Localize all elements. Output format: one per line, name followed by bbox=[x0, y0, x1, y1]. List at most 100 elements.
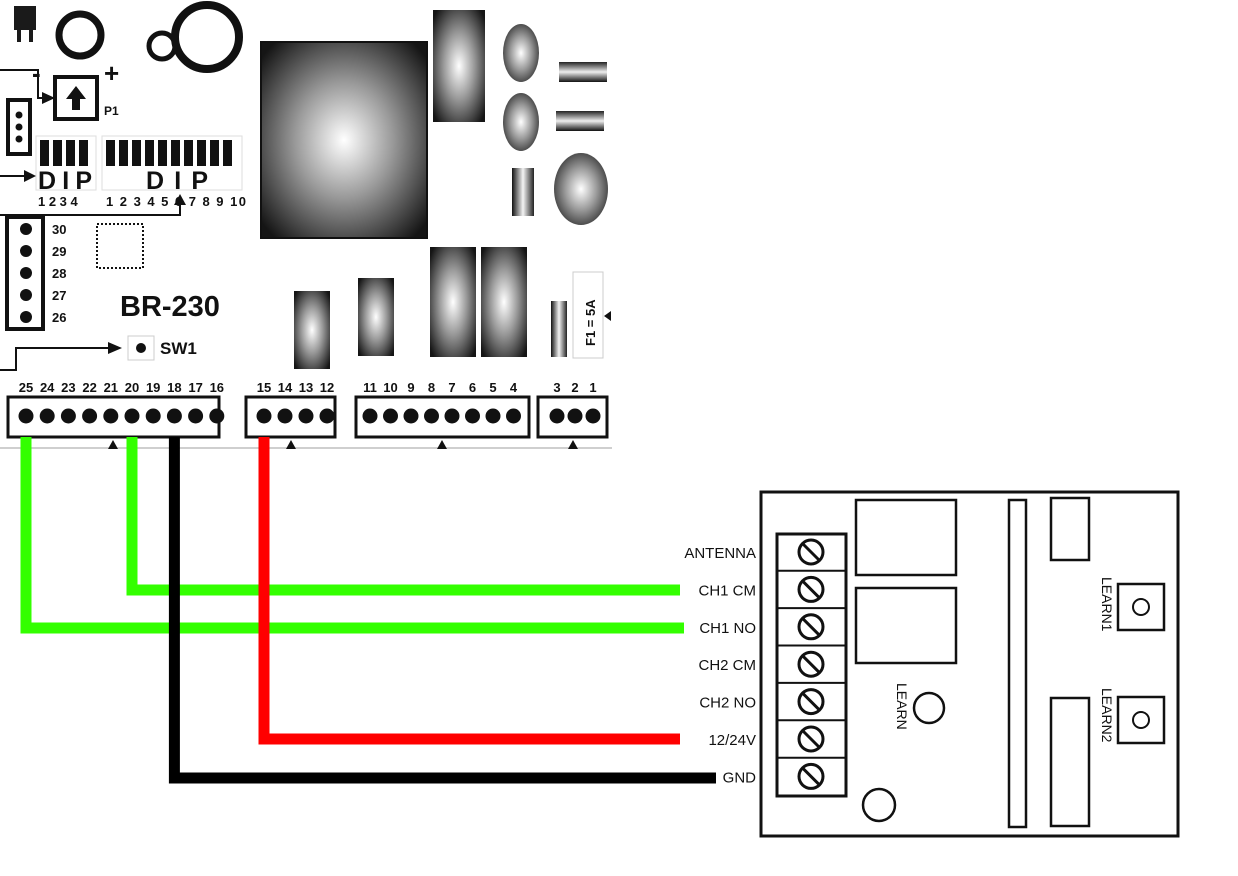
learn1-button[interactable] bbox=[1116, 582, 1166, 632]
terminal-screw[interactable] bbox=[188, 408, 204, 424]
dip-switch-10[interactable] bbox=[101, 135, 243, 191]
wire-18-to-gnd bbox=[168, 437, 716, 784]
terminal-marker-icon bbox=[568, 440, 578, 449]
terminal-screw[interactable] bbox=[319, 408, 335, 424]
terminal-screw[interactable] bbox=[103, 408, 119, 424]
wires bbox=[20, 437, 716, 784]
side-terminal-number: 30 bbox=[52, 222, 66, 237]
fuse-element bbox=[551, 301, 567, 357]
terminal-screw[interactable] bbox=[549, 408, 565, 424]
wire-20-to-ch1-cm bbox=[126, 437, 680, 596]
terminal-marker-icon bbox=[108, 440, 118, 449]
terminal-screw[interactable] bbox=[209, 408, 225, 424]
terminal-number: 23 bbox=[61, 380, 75, 395]
fuse-marker-icon bbox=[604, 311, 611, 321]
terminal-screw[interactable] bbox=[298, 408, 314, 424]
screw-slot bbox=[801, 542, 821, 562]
terminal-number: 11 bbox=[363, 380, 377, 395]
receiver-strip bbox=[1007, 498, 1028, 829]
voltage-regulator bbox=[14, 6, 36, 42]
relay-2 bbox=[358, 278, 394, 356]
terminal-number: 9 bbox=[407, 380, 414, 395]
terminal-number: 5 bbox=[489, 380, 496, 395]
relay-3 bbox=[430, 247, 476, 357]
terminal-screw[interactable] bbox=[567, 408, 583, 424]
receiver-terminal-label: 12/24V bbox=[708, 732, 756, 749]
terminal-block bbox=[354, 395, 531, 439]
capacitor-oval-3 bbox=[554, 153, 608, 225]
terminal-screw[interactable] bbox=[585, 408, 601, 424]
board-model-label: BR-230 bbox=[120, 291, 220, 323]
terminal-screw[interactable] bbox=[18, 408, 34, 424]
terminal-screw[interactable] bbox=[383, 408, 398, 424]
terminal-screw[interactable] bbox=[256, 408, 272, 424]
terminal-number: 22 bbox=[82, 380, 96, 395]
screw-slot bbox=[801, 767, 821, 786]
terminal-screw[interactable] bbox=[444, 408, 460, 424]
terminal-marker-icon bbox=[437, 440, 447, 449]
dip-switch-4[interactable] bbox=[35, 135, 97, 191]
p1-label: P1 bbox=[104, 104, 119, 118]
terminal-screw[interactable] bbox=[403, 408, 419, 424]
terminal-screw[interactable] bbox=[82, 408, 98, 424]
learn1-button-knob bbox=[1132, 598, 1150, 616]
receiver-part-tall bbox=[1049, 696, 1091, 828]
terminal-screw[interactable] bbox=[60, 408, 76, 424]
terminal-number: 6 bbox=[469, 380, 476, 395]
component-flat-2 bbox=[556, 111, 604, 131]
terminal-number: 18 bbox=[167, 380, 181, 395]
screw-slot bbox=[801, 655, 821, 674]
capacitor-oval-2 bbox=[503, 93, 539, 151]
terminal-screw[interactable] bbox=[424, 408, 439, 424]
side-terminal-pin bbox=[20, 223, 32, 235]
capacitor-large-inner bbox=[146, 30, 178, 62]
screw-slot bbox=[801, 617, 821, 636]
fuse-holder bbox=[572, 271, 604, 359]
side-terminal-pin bbox=[20, 289, 32, 301]
arrow-up-icon bbox=[66, 86, 86, 110]
capacitor-small bbox=[55, 10, 105, 60]
arrow-right-icon bbox=[108, 342, 122, 354]
microcontroller-chip bbox=[96, 223, 144, 269]
side-terminal-pin bbox=[20, 267, 32, 279]
terminal-number: 7 bbox=[448, 380, 455, 395]
learn1-label: LEARN1 bbox=[1099, 577, 1115, 632]
receiver-terminal-label: ANTENNA bbox=[684, 545, 756, 562]
terminal-number: 20 bbox=[125, 380, 139, 395]
learn2-button[interactable] bbox=[1116, 695, 1166, 745]
terminal-screw[interactable] bbox=[277, 408, 293, 424]
receiver-terminal-label: CH1 CM bbox=[698, 582, 756, 599]
receiver-terminal-label: CH1 NO bbox=[699, 620, 756, 637]
component-upright bbox=[512, 168, 534, 216]
receiver-terminal-label: CH2 NO bbox=[699, 695, 756, 712]
terminal-screw[interactable] bbox=[485, 408, 501, 424]
dip-large-title: DIP bbox=[146, 167, 208, 195]
terminal-number: 10 bbox=[383, 380, 397, 395]
wire-25-to-ch1-no bbox=[20, 437, 684, 634]
control-board: - + P1 DIP 1 2 3 4 bbox=[0, 1, 612, 449]
terminal-number: 4 bbox=[510, 380, 518, 395]
side-terminal-number: 29 bbox=[52, 244, 66, 259]
fuse-label: F1 = 5A bbox=[583, 299, 598, 346]
learn2-button-knob bbox=[1132, 711, 1150, 729]
receiver-mount-hole bbox=[861, 787, 897, 823]
terminal-number: 15 bbox=[257, 380, 271, 395]
terminal-number: 2 bbox=[571, 380, 578, 395]
terminal-screw[interactable] bbox=[506, 408, 521, 424]
terminal-screw[interactable] bbox=[145, 408, 161, 424]
header-pin bbox=[15, 123, 23, 131]
terminal-number: 12 bbox=[320, 380, 334, 395]
terminal-screw[interactable] bbox=[362, 408, 378, 424]
side-terminal-number: 28 bbox=[52, 266, 66, 281]
terminal-screw[interactable] bbox=[39, 408, 55, 424]
terminal-number: 24 bbox=[40, 380, 55, 395]
side-terminal-pin bbox=[20, 311, 32, 323]
side-terminal-pin bbox=[20, 245, 32, 257]
terminal-screw[interactable] bbox=[124, 408, 140, 424]
terminal-screw[interactable] bbox=[166, 408, 182, 424]
terminal-screw[interactable] bbox=[465, 408, 480, 424]
